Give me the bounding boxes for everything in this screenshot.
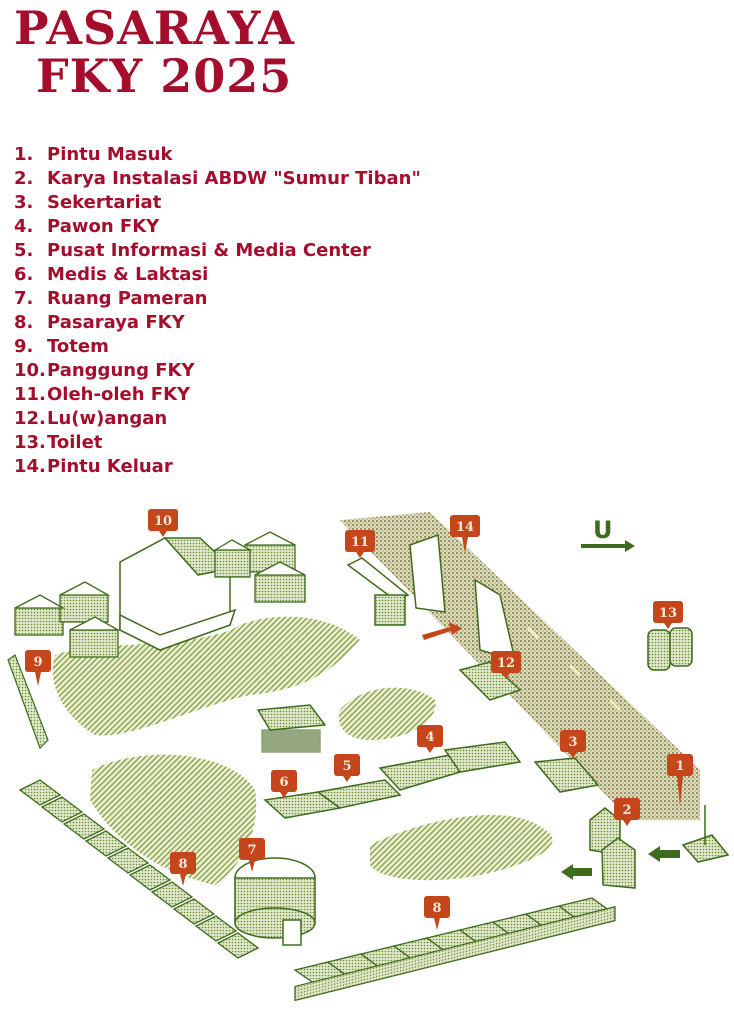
legend-label: Toilet: [47, 432, 103, 453]
marker-label: 8: [432, 901, 441, 916]
arrow-right-icon: [581, 540, 635, 552]
stage-building: [119, 537, 237, 651]
marker-label: 7: [247, 843, 256, 858]
legend-num: 8.: [14, 312, 34, 333]
map-markers: 1 2 3 4 5 6 7 8 8 9 10 11 12 13 14: [25, 509, 693, 930]
page-title: PASARAYA FKY 2025: [14, 4, 295, 100]
legend-item: 12.Lu(w)angan: [14, 407, 421, 431]
legend-label: Medis & Laktasi: [47, 264, 209, 285]
legend-num: 13.: [14, 432, 46, 453]
legend-label: Pintu Masuk: [47, 144, 173, 165]
north-label: U: [593, 516, 613, 544]
legend-label: Pasaraya FKY: [47, 312, 185, 333]
legend-item: 3. Sekertariat: [14, 191, 421, 215]
marker-label: 4: [425, 730, 434, 745]
legend-label: Karya Instalasi ABDW "Sumur Tiban": [47, 168, 421, 189]
legend-label: Pawon FKY: [47, 216, 160, 237]
marker-label: 14: [456, 520, 474, 535]
marker-7[interactable]: 7: [239, 838, 265, 872]
legend-label: Panggung FKY: [47, 360, 195, 381]
installation: [589, 807, 636, 889]
marker-8-bottom[interactable]: 8: [424, 896, 450, 930]
legend-num: 6.: [14, 264, 34, 285]
legend-item: 5. Pusat Informasi & Media Center: [14, 239, 421, 263]
legend-num: 5.: [14, 240, 34, 261]
market-row-bottom: [293, 897, 616, 1002]
totem: [7, 654, 49, 750]
legend-num: 3.: [14, 192, 34, 213]
legend-label: Pintu Keluar: [47, 456, 173, 477]
title-line-1: PASARAYA: [14, 1, 296, 55]
arrow-icon: [561, 846, 680, 880]
toilet-building: [647, 627, 693, 671]
legend-num: 9.: [14, 336, 34, 357]
legend-label: Totem: [47, 336, 109, 357]
legend-label: Sekertariat: [47, 192, 162, 213]
marker-4[interactable]: 4: [417, 725, 443, 753]
marker-label: 8: [178, 857, 187, 872]
marker-label: 5: [342, 759, 351, 774]
marker-label: 13: [659, 606, 677, 621]
north-indicator: U: [581, 516, 635, 552]
legend-label: Ruang Pameran: [47, 288, 208, 309]
marker-3[interactable]: 3: [560, 730, 586, 758]
legend-label: Oleh-oleh FKY: [47, 384, 191, 405]
legend-num: 14.: [14, 456, 46, 477]
legend-num: 12.: [14, 408, 46, 429]
tents: [14, 531, 306, 658]
legend-item: 8. Pasaraya FKY: [14, 311, 421, 335]
exhibition-pavilion: [234, 857, 316, 946]
marker-12[interactable]: 12: [491, 651, 521, 679]
legend-num: 11.: [14, 384, 46, 405]
legend-num: 1.: [14, 144, 34, 165]
exit-gate: [409, 533, 517, 662]
arrow-icon: [422, 622, 462, 640]
legend-num: 4.: [14, 216, 34, 237]
legend-list: 1. Pintu Masuk 2. Karya Instalasi ABDW "Su…: [14, 143, 421, 479]
legend-num: 7.: [14, 288, 34, 309]
marker-label: 11: [351, 535, 369, 550]
marker-1[interactable]: 1: [667, 754, 693, 806]
marker-5[interactable]: 5: [334, 754, 360, 782]
legend-item: 2. Karya Instalasi ABDW "Sumur Tiban": [14, 167, 421, 191]
legend-num: 10.: [14, 360, 46, 381]
direction-arrows: [422, 622, 680, 880]
center-stalls: [256, 704, 600, 819]
marker-label: 12: [497, 656, 515, 671]
legend-item: 10.Panggung FKY: [14, 359, 421, 383]
marker-label: 10: [154, 514, 172, 529]
marker-label: 2: [622, 803, 631, 818]
marker-9[interactable]: 9: [25, 650, 51, 686]
luwangan-stall: [458, 661, 522, 701]
entrance-monument: [681, 805, 730, 863]
grass-areas: [52, 616, 553, 885]
legend-item: 7. Ruang Pameran: [14, 287, 421, 311]
legend-item: 13.Toilet: [14, 431, 421, 455]
legend-label: Lu(w)angan: [47, 408, 168, 429]
marker-label: 6: [279, 775, 288, 790]
legend-item: 9. Totem: [14, 335, 421, 359]
marker-label: 3: [568, 735, 577, 750]
venue-map: U 1 2 3 4 5 6 7 8 8 9 10 11 12 13 14: [7, 509, 730, 1002]
marker-label: 9: [33, 655, 42, 670]
title-line-2: FKY 2025: [36, 49, 293, 103]
marker-11[interactable]: 11: [345, 530, 375, 558]
legend-label: Pusat Informasi & Media Center: [47, 240, 371, 261]
legend-item: 11.Oleh-oleh FKY: [14, 383, 421, 407]
marker-8-left[interactable]: 8: [170, 852, 196, 886]
legend-item: 14.Pintu Keluar: [14, 455, 421, 479]
legend-item: 4. Pawon FKY: [14, 215, 421, 239]
legend-num: 2.: [14, 168, 34, 189]
market-row-left: [18, 779, 260, 959]
marker-2[interactable]: 2: [614, 798, 640, 826]
marker-13[interactable]: 13: [653, 601, 683, 629]
marker-10[interactable]: 10: [148, 509, 178, 537]
legend-item: 1. Pintu Masuk: [14, 143, 421, 167]
marker-6[interactable]: 6: [271, 770, 297, 798]
legend-item: 6. Medis & Laktasi: [14, 263, 421, 287]
marker-14[interactable]: 14: [450, 515, 480, 553]
souvenir-stall: [346, 557, 410, 626]
marker-label: 1: [675, 759, 684, 774]
